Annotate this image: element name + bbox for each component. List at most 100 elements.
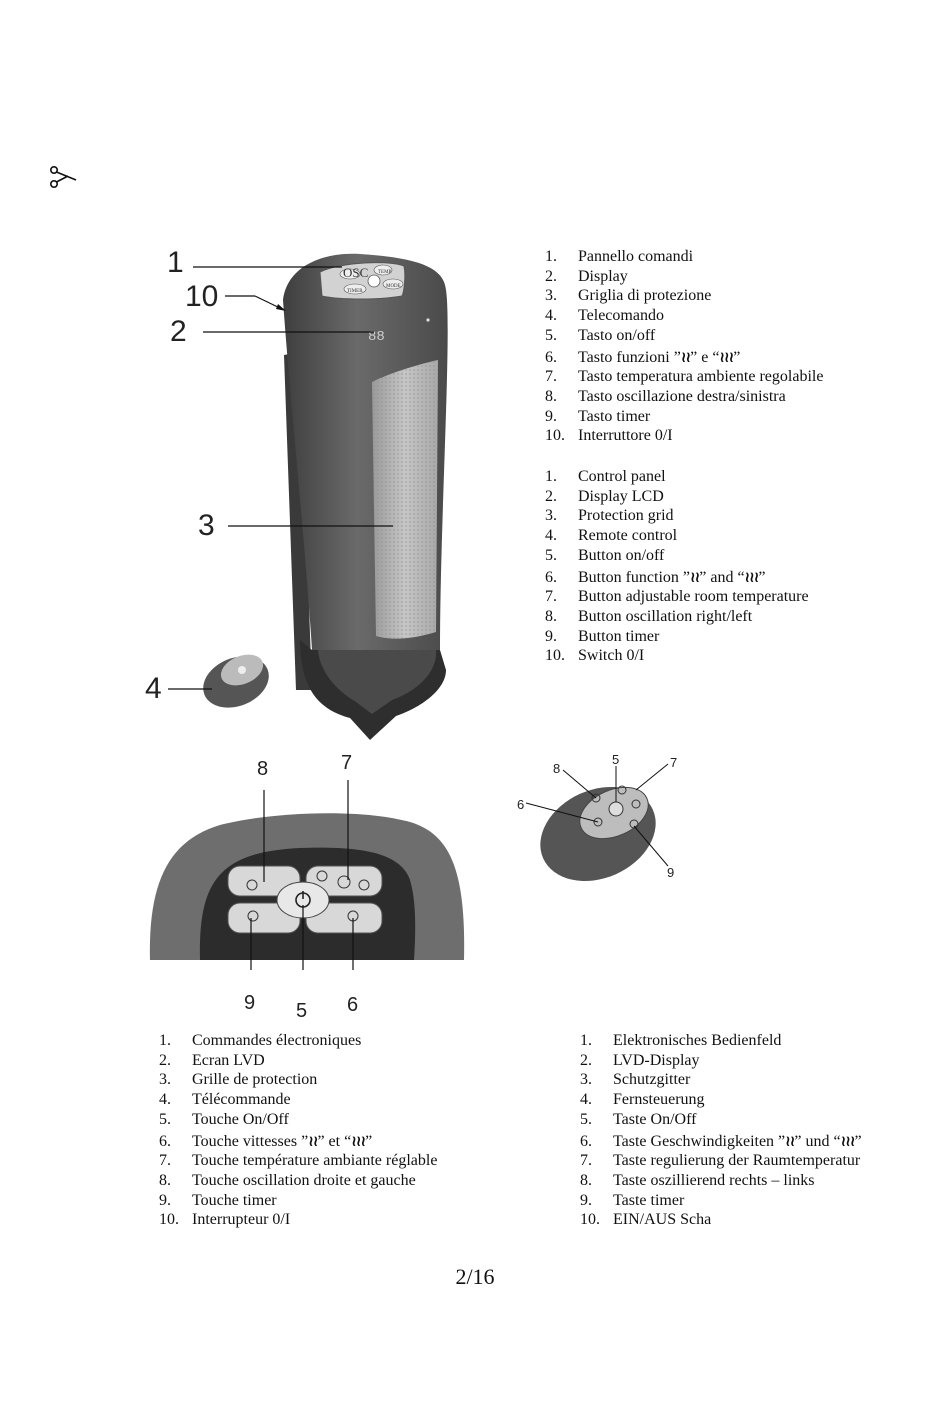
- item-text: Ecran LVD: [192, 1051, 265, 1069]
- list-item: 6.Taste Geschwindigkeiten ”≀≀” und “≀≀≀”: [580, 1132, 862, 1152]
- item-number: 6.: [159, 1132, 171, 1150]
- panel-label-mode: MODE: [386, 284, 401, 289]
- item-text: Button oscillation right/left: [578, 607, 753, 625]
- list-item: 2. Display: [545, 267, 823, 287]
- item-text: ” e “: [690, 348, 720, 366]
- item-number: 5.: [545, 326, 557, 344]
- list-item: 9.Touche timer: [159, 1191, 437, 1211]
- list-item: 10.Interrupteur 0/I: [159, 1210, 437, 1230]
- item-number: 7.: [159, 1152, 171, 1170]
- item-number: 2.: [545, 267, 557, 285]
- item-number: 2.: [580, 1051, 592, 1069]
- list-item: 5.Button on/off: [545, 546, 809, 566]
- callout-1: 1: [167, 246, 184, 279]
- list-item: 10.Switch 0/I: [545, 646, 809, 666]
- item-number: 4.: [545, 307, 557, 325]
- item-number: 5.: [159, 1110, 171, 1128]
- heat-level-3-icon: ≀≀≀: [351, 1131, 366, 1150]
- item-text: ”: [854, 1132, 862, 1150]
- callout-10: 10: [185, 280, 219, 313]
- item-text: Remote control: [578, 527, 678, 545]
- callout-4: 4: [145, 672, 162, 705]
- item-text: Display LCD: [578, 487, 664, 505]
- item-text: Display: [578, 267, 628, 285]
- item-text: Taste oszillierend rechts – links: [613, 1171, 815, 1189]
- list-item: 4. Telecomando: [545, 306, 823, 326]
- panel-label-temp: TEMP: [378, 270, 392, 275]
- item-text: LVD-Display: [613, 1051, 700, 1069]
- item-text: Touche timer: [192, 1191, 277, 1209]
- item-text: Touche oscillation droite et gauche: [192, 1171, 416, 1189]
- item-text: Button function ”: [578, 568, 690, 586]
- item-number: 3.: [159, 1071, 171, 1089]
- item-text: Grille de protection: [192, 1071, 318, 1089]
- remote-closeup: [525, 763, 669, 882]
- panel-label-osc: OSC: [343, 265, 368, 280]
- item-text: ” and “: [699, 568, 745, 586]
- panel-callout-5: 5: [296, 1000, 308, 1022]
- item-number: 3.: [545, 287, 557, 305]
- heat-level-2-icon: ≀≀: [785, 1131, 795, 1150]
- list-item: 9.Button timer: [545, 627, 809, 647]
- item-text: EIN/AUS Scha: [613, 1211, 712, 1229]
- item-text: Interrupteur 0/I: [192, 1211, 291, 1229]
- item-text: Touche vittesses ”: [192, 1132, 309, 1150]
- item-text: Tasto on/off: [578, 326, 656, 344]
- list-item: 9.Taste timer: [580, 1191, 862, 1211]
- remote-callout-9: 9: [667, 865, 675, 880]
- item-number: 5.: [545, 546, 557, 564]
- heat-level-2-icon: ≀≀: [680, 347, 691, 366]
- english-parts-list: 1.Control panel 2.Display LCD 3.Protecti…: [545, 467, 809, 666]
- german-parts-list: 1.Elektronisches Bedienfeld 2.LVD-Displa…: [580, 1031, 862, 1230]
- list-item: 7.Button adjustable room temperature: [545, 587, 809, 607]
- item-text: Elektronisches Bedienfeld: [613, 1032, 782, 1049]
- list-item: 8.Tasto oscillazione destra/sinistra: [545, 387, 823, 407]
- item-text: Télécommande: [192, 1091, 291, 1109]
- french-parts-list: 1.Commandes électroniques 2. Ecran LVD 3.…: [159, 1031, 437, 1230]
- item-text: ” et “: [317, 1132, 352, 1150]
- item-number: 8.: [159, 1171, 171, 1189]
- panel-label-timer: TIMER: [347, 289, 363, 294]
- item-number: 3.: [545, 507, 557, 525]
- item-number: 10.: [545, 427, 565, 445]
- list-item: 5. Touche On/Off: [159, 1110, 437, 1130]
- heat-level-3-icon: ≀≀≀: [744, 567, 760, 586]
- item-text: Switch 0/I: [578, 647, 645, 665]
- list-item: 2.Display LCD: [545, 487, 809, 507]
- item-text: ”: [733, 348, 741, 366]
- list-item: 6.Tasto funzioni ”≀≀” e “≀≀≀”: [545, 348, 823, 368]
- list-item: 4.Fernsteuerung: [580, 1090, 862, 1110]
- item-number: 8.: [545, 387, 557, 405]
- item-text: Touche On/Off: [192, 1110, 289, 1128]
- item-number: 3.: [580, 1071, 592, 1089]
- item-number: 7.: [580, 1152, 592, 1170]
- item-text: Taste Geschwindigkeiten ”: [613, 1132, 786, 1150]
- list-item: 4. Télécommande: [159, 1090, 437, 1110]
- list-item: 7.Touche température ambiante réglable: [159, 1151, 437, 1171]
- panel-callout-7: 7: [341, 752, 353, 774]
- item-text: ”: [758, 568, 766, 586]
- italian-parts-list: 1.Pannello comandi 2.Display 3.Griglia d…: [545, 247, 823, 446]
- list-item: 3.Protection grid: [545, 506, 809, 526]
- item-number: 4.: [159, 1091, 171, 1109]
- list-item: 1.Control panel: [545, 467, 809, 487]
- list-item: 8.Taste oszillierend rechts – links: [580, 1171, 862, 1191]
- item-number: 4.: [580, 1091, 592, 1109]
- remote-callout-5: 5: [612, 752, 620, 767]
- item-text: Telecomando: [578, 307, 664, 325]
- heat-level-2-icon: ≀≀: [689, 567, 700, 586]
- list-item: 4. Remote control: [545, 526, 809, 546]
- item-number: 6.: [545, 348, 557, 366]
- callout-3: 3: [198, 509, 215, 542]
- list-item: 3.Griglia di protezione: [545, 286, 823, 306]
- list-item: 1.Commandes électroniques: [159, 1031, 437, 1051]
- panel-callout-8: 8: [257, 758, 269, 780]
- item-number: 4.: [545, 527, 557, 545]
- page-number: 2/16: [455, 1264, 495, 1289]
- list-item: 6.Touche vittesses ”≀≀” et “≀≀≀”: [159, 1132, 437, 1152]
- item-number: 9.: [545, 627, 557, 645]
- item-text: Tasto temperatura ambiente regolabile: [578, 368, 824, 386]
- scissors-icon: [49, 165, 77, 188]
- item-text: Commandes électroniques: [192, 1032, 362, 1049]
- item-number: 2.: [159, 1051, 171, 1069]
